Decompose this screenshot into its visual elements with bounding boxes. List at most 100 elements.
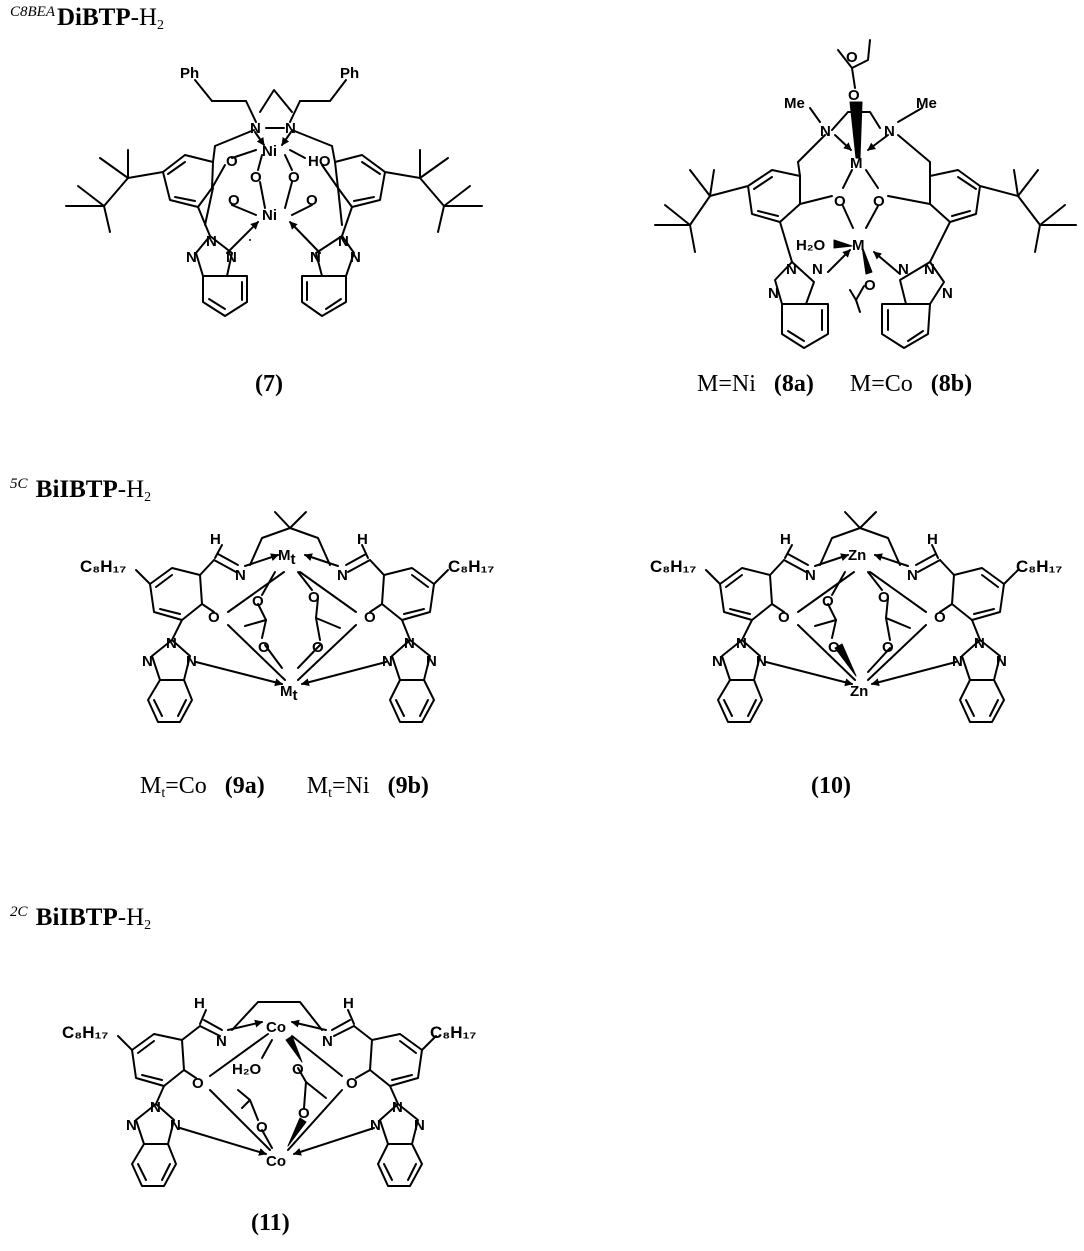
atom-label: N	[712, 653, 723, 670]
bond	[851, 67, 856, 89]
atom-label: M	[852, 237, 865, 254]
bond	[369, 603, 383, 613]
atom-label: N	[226, 249, 237, 266]
bond	[709, 185, 749, 197]
atom-label: N	[812, 261, 823, 278]
atom-label: H₂O	[232, 1061, 261, 1078]
bond	[155, 1085, 165, 1105]
bond	[689, 169, 711, 197]
bond	[209, 1033, 269, 1077]
bond	[395, 699, 405, 717]
bond	[419, 699, 429, 717]
atom-label: N	[126, 1117, 137, 1134]
bond	[347, 559, 371, 573]
atom-label: O	[258, 639, 270, 656]
bond	[155, 574, 173, 588]
wedge-bond	[287, 1117, 307, 1147]
bond	[227, 624, 286, 681]
bond	[787, 330, 805, 342]
bond	[957, 176, 977, 190]
bond	[407, 1163, 417, 1181]
bond	[301, 275, 347, 317]
atom-label: N	[942, 285, 953, 302]
bond	[781, 303, 829, 349]
atom-label: N	[805, 567, 816, 584]
atom-label: N	[996, 653, 1007, 670]
coordination-arrow	[226, 221, 259, 254]
bond	[787, 553, 809, 566]
bond	[297, 571, 313, 591]
atom-label: O	[306, 192, 318, 209]
atom-label: O	[822, 593, 834, 610]
atom-label: N	[322, 1033, 333, 1050]
atom-label: N	[898, 261, 909, 278]
atom-label: N	[952, 653, 963, 670]
atom-label: O	[934, 609, 946, 626]
atom-label: C₈H₁₇	[1016, 557, 1063, 576]
bond	[167, 161, 186, 175]
bond	[869, 571, 927, 613]
bond	[347, 1009, 355, 1025]
atom-label: O	[878, 589, 890, 606]
coordination-arrow	[301, 661, 387, 687]
atom-label: O	[288, 169, 300, 186]
bond	[951, 210, 971, 217]
bond	[361, 161, 381, 175]
atom-label: N	[250, 120, 261, 137]
bond	[201, 603, 215, 613]
atom-label: O	[846, 49, 858, 66]
bond	[159, 608, 181, 615]
atom-label: N	[414, 1117, 425, 1134]
atom-label: Me	[916, 95, 937, 112]
coordination-arrow	[304, 553, 339, 567]
bond	[377, 1143, 423, 1187]
coordination-arrow	[874, 553, 909, 567]
atom-label: N	[170, 1117, 181, 1134]
coordination-arrow	[179, 1127, 267, 1156]
atom-label: N	[166, 635, 177, 652]
bond	[771, 603, 785, 613]
bond	[261, 1039, 273, 1059]
bond	[844, 511, 861, 529]
atom-label: N	[736, 635, 747, 652]
bond	[237, 1089, 259, 1121]
atom-label: N	[186, 653, 197, 670]
bond	[797, 571, 855, 613]
bond	[325, 298, 342, 310]
atom-label: N	[235, 567, 246, 584]
bond	[257, 154, 263, 171]
atom-label: N	[884, 123, 895, 140]
atom-label: H	[927, 531, 938, 548]
bond	[971, 619, 981, 641]
bond	[939, 603, 953, 613]
bond	[261, 571, 276, 596]
bond	[345, 553, 367, 566]
bond	[291, 1035, 343, 1077]
atom-label: O	[228, 192, 240, 209]
bond	[153, 699, 163, 717]
bond	[194, 79, 213, 102]
coordination-arrow	[814, 553, 849, 567]
wedge-bond	[861, 245, 873, 275]
bond	[231, 149, 257, 159]
bond	[331, 145, 336, 163]
bond	[867, 647, 891, 673]
bond	[725, 574, 743, 588]
bond	[244, 619, 267, 627]
caption-compound-7: (7)	[255, 371, 283, 397]
bond	[865, 205, 879, 229]
bond	[204, 187, 214, 226]
bond	[77, 185, 105, 207]
bond	[907, 330, 924, 342]
bond	[664, 204, 691, 226]
atom-label: Ni	[262, 207, 277, 224]
atom-label: O	[882, 639, 894, 656]
bond	[981, 574, 999, 588]
coordination-arrow	[291, 1019, 327, 1031]
atom-label: O	[256, 1119, 268, 1136]
bond	[117, 1035, 133, 1051]
coordination-arrow	[827, 249, 851, 273]
bond	[769, 559, 785, 576]
